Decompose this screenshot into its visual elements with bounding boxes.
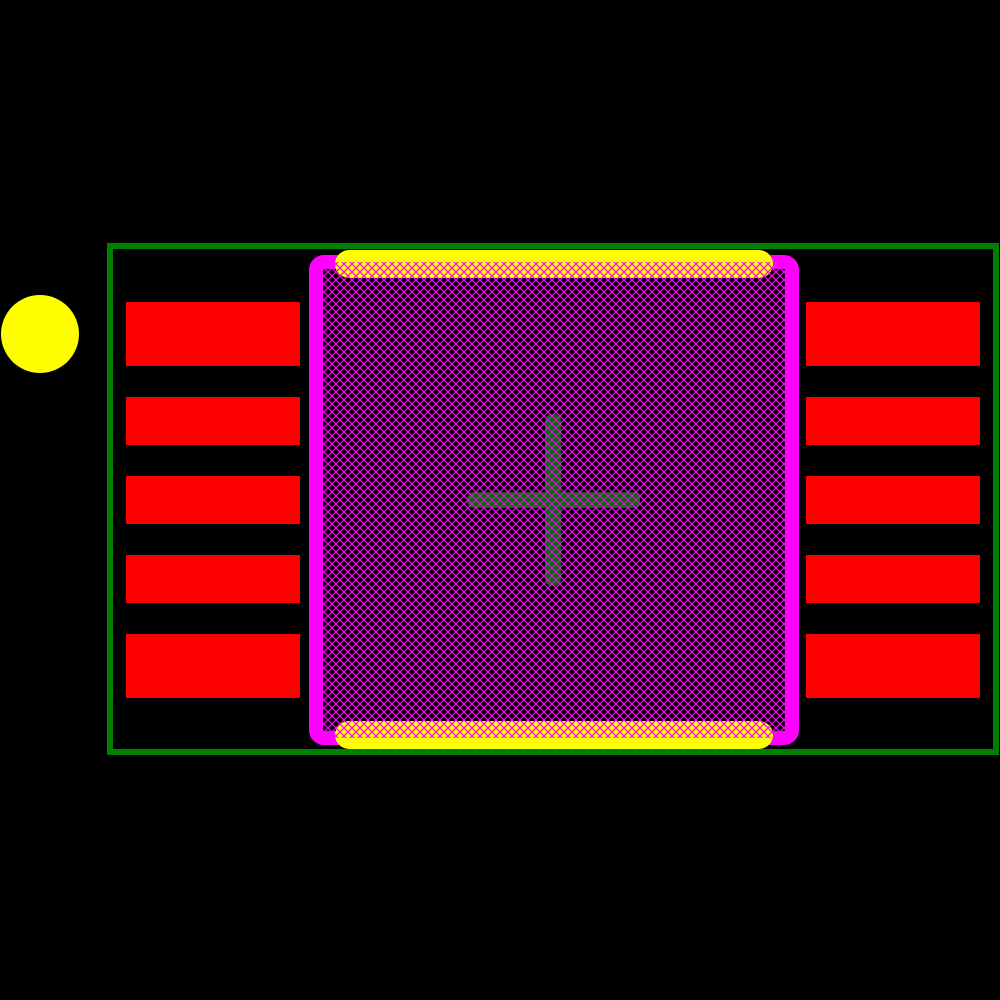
courtyard-outline [107, 243, 999, 755]
pad-left-2 [126, 397, 300, 445]
pad-left-3 [126, 476, 300, 524]
pad-left-4 [126, 555, 300, 603]
pad-left-1 [126, 302, 300, 366]
pad-left-5 [126, 634, 300, 698]
pad-right-5 [806, 634, 980, 698]
pad-right-2 [806, 397, 980, 445]
center-cross-horizontal [467, 492, 640, 508]
pads-right [806, 302, 980, 698]
pin1-marker [1, 295, 79, 373]
pad-right-1 [806, 302, 980, 366]
pads-left [126, 302, 300, 698]
pad-right-3 [806, 476, 980, 524]
pad-right-4 [806, 555, 980, 603]
